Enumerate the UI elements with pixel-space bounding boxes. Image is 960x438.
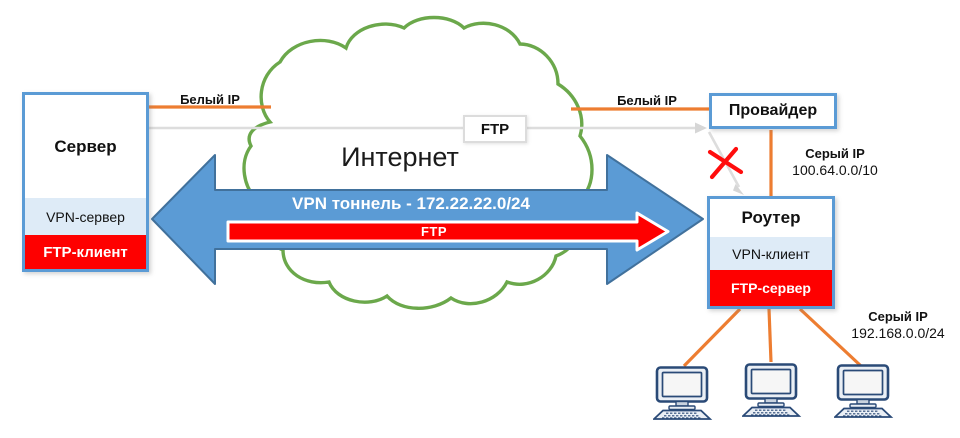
- provider-title: Провайдер: [728, 102, 818, 119]
- internet-label: Интернет: [341, 142, 459, 172]
- ftp-arrow: [226, 211, 670, 252]
- computer-icon: [742, 363, 801, 417]
- gray-ip-lan-label: Серый IP 192.168.0.0/24: [838, 309, 958, 341]
- blocked-x-icon: [707, 146, 744, 180]
- router-vpn-band: VPN-клиент: [710, 237, 832, 270]
- link-router-pc1: [682, 307, 742, 368]
- gray-ftp-line-arrowhead-icon: [695, 122, 707, 134]
- gray-ip-provider-title: Серый IP: [805, 146, 865, 161]
- gray-ip-lan-value: 192.168.0.0/24: [851, 325, 945, 341]
- server-vpn-band: VPN-сервер: [25, 198, 146, 235]
- ftp-relay-box: FTP: [463, 115, 527, 143]
- computer-icon: [834, 364, 893, 418]
- router-title: Роутер: [741, 208, 801, 227]
- vpn-tunnel-label: VPN тоннель - 172.22.22.0/24: [292, 194, 530, 213]
- ftp-arrow-label: FTP: [420, 224, 448, 239]
- white-ip-label-right: Белый IP: [617, 93, 677, 108]
- gray-ip-lan-title: Серый IP: [868, 309, 928, 324]
- server-node: Сервер VPN-сервер FTP-клиент: [22, 92, 149, 272]
- link-router-pc3: [798, 307, 863, 368]
- router-ftp-band: FTP-сервер: [710, 270, 832, 306]
- computer-icon: [653, 366, 712, 420]
- server-title: Сервер: [54, 136, 117, 156]
- vpn-tunnel-arrow: [151, 154, 704, 285]
- server-ftp-band: FTP-клиент: [25, 235, 146, 269]
- link-router-pc2: [767, 308, 773, 363]
- gray-ip-provider-value: 100.64.0.0/10: [792, 162, 878, 178]
- gray-ip-provider-label: Серый IP 100.64.0.0/10: [776, 146, 894, 178]
- gray-ftp-to-router-arrowhead-icon: [733, 184, 744, 195]
- router-node: Роутер VPN-клиент FTP-сервер: [707, 196, 835, 309]
- white-ip-label-left: Белый IP: [180, 92, 240, 107]
- provider-node: Провайдер: [709, 93, 837, 129]
